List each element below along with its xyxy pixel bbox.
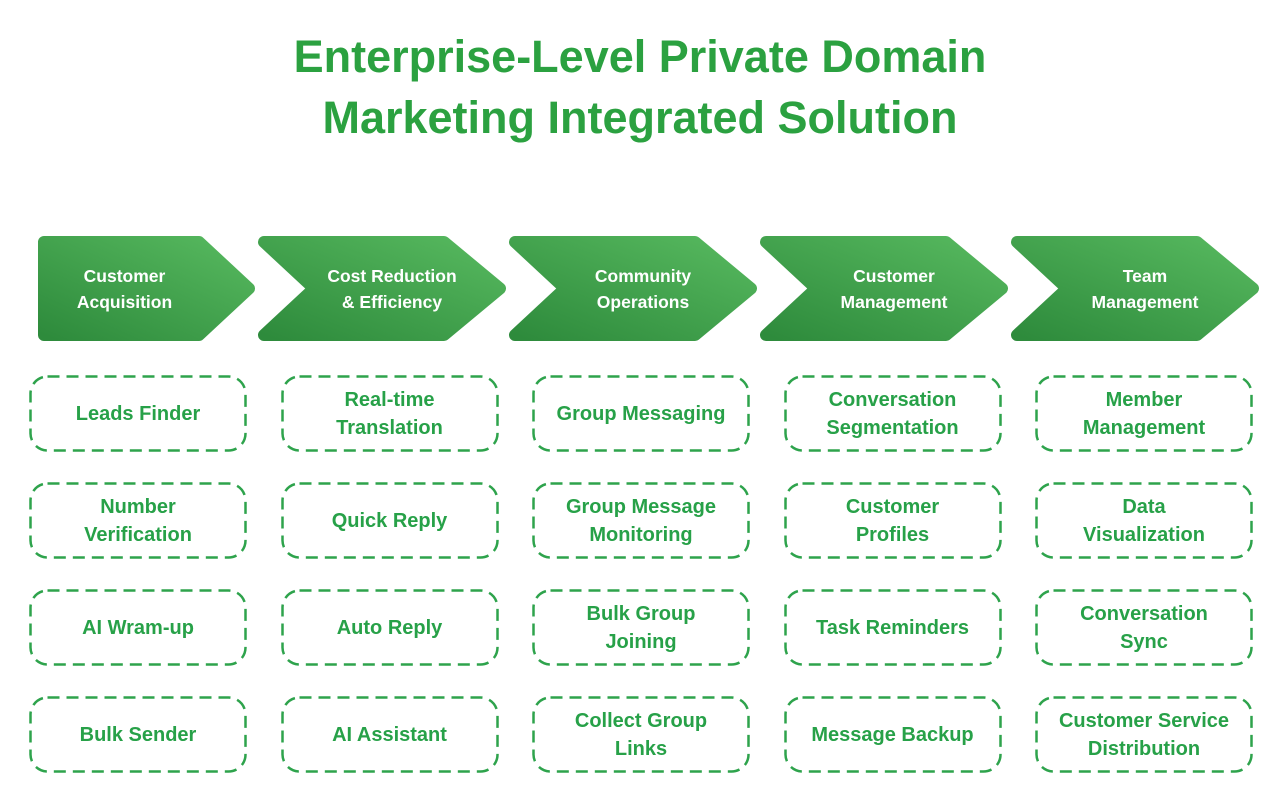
arrow-shape: [760, 236, 1008, 341]
dashed-border-icon: [280, 589, 499, 666]
feature-label: Conversation Sync: [1080, 602, 1208, 653]
stage-arrow-customer-management: Customer Management: [760, 236, 1008, 341]
feature-label: Number Verification: [84, 495, 192, 546]
feature-label: Bulk Sender: [79, 723, 197, 746]
feature-label: Conversation Segmentation: [826, 388, 959, 439]
stage-column-community-operations: Group Messaging Group Message Monitoring…: [532, 375, 750, 773]
stage-column-team-management: Member Management Data Visualization Con…: [1035, 375, 1253, 773]
stage-label: Customer Acquisition: [76, 265, 173, 312]
dashed-border-icon: [1035, 375, 1253, 452]
dashed-border-icon: [1035, 589, 1253, 666]
stage-label: Cost Reduction & Efficiency: [327, 265, 457, 312]
feature-box-data-visualization: Data Visualization: [1035, 482, 1253, 559]
feature-label: Real-time Translation: [336, 388, 443, 439]
feature-box-number-verification: Number Verification: [29, 482, 247, 559]
feature-box-auto-reply: Auto Reply: [280, 589, 499, 666]
dashed-border-icon: [29, 375, 247, 452]
dashed-border-icon: [1035, 482, 1253, 559]
arrow-shape: [38, 236, 255, 341]
feature-box-group-messaging: Group Messaging: [532, 375, 750, 452]
feature-label: Customer Service Distribution: [1058, 709, 1230, 760]
feature-box-task-reminders: Task Reminders: [783, 589, 1002, 666]
dashed-border-icon: [280, 696, 499, 773]
feature-label: Bulk Group Joining: [586, 602, 696, 653]
feature-label: Customer Profiles: [845, 495, 940, 546]
stage-arrow-community-operations: Community Operations: [509, 236, 757, 341]
dashed-border-icon: [1035, 696, 1253, 773]
dashed-border-icon: [532, 375, 750, 452]
feature-box-group-message-monitoring: Group Message Monitoring: [532, 482, 750, 559]
stage-column-customer-management: Conversation Segmentation Customer Profi…: [783, 375, 1002, 773]
feature-box-conversation-segmentation: Conversation Segmentation: [783, 375, 1002, 452]
arrow-shape: [258, 236, 506, 341]
feature-box-message-backup: Message Backup: [783, 696, 1002, 773]
feature-label: Group Messaging: [556, 402, 726, 425]
stage-column-cost-reduction-efficiency: Real-time Translation Quick Reply Auto R…: [280, 375, 499, 773]
page-title: Enterprise-Level Private Domain Marketin…: [293, 31, 987, 143]
stage-label: Customer Management: [840, 265, 948, 312]
feature-box-customer-profiles: Customer Profiles: [783, 482, 1002, 559]
dashed-border-icon: [783, 482, 1002, 559]
dashed-border-icon: [280, 482, 499, 559]
feature-grid: Leads Finder Number Verification AI Wram…: [29, 375, 1253, 773]
dashed-border-icon: [280, 375, 499, 452]
feature-label: Quick Reply: [331, 509, 448, 532]
feature-box-quick-reply: Quick Reply: [280, 482, 499, 559]
feature-box-bulk-group-joining: Bulk Group Joining: [532, 589, 750, 666]
feature-label: Auto Reply: [336, 616, 443, 639]
dashed-border-icon: [532, 482, 750, 559]
feature-box-customer-service-distribution: Customer Service Distribution: [1035, 696, 1253, 773]
feature-label: AI Wram-up: [82, 616, 194, 639]
feature-box-ai-assistant: AI Assistant: [280, 696, 499, 773]
stage-arrow-team-management: Team Management: [1011, 236, 1259, 341]
stage-column-customer-acquisition: Leads Finder Number Verification AI Wram…: [29, 375, 247, 773]
feature-label: Leads Finder: [75, 402, 201, 425]
arrow-shape: [1011, 236, 1259, 341]
feature-label: Member Management: [1082, 388, 1206, 439]
feature-box-collect-group-links: Collect Group Links: [532, 696, 750, 773]
feature-label: Task Reminders: [815, 616, 970, 639]
feature-label: AI Assistant: [332, 723, 447, 746]
dashed-border-icon: [532, 589, 750, 666]
feature-label: Collect Group Links: [574, 709, 708, 760]
feature-label: Message Backup: [811, 723, 974, 746]
dashed-border-icon: [29, 589, 247, 666]
feature-label: Data Visualization: [1083, 495, 1205, 546]
arrow-shape: [509, 236, 757, 341]
stage-arrow-cost-reduction-efficiency: Cost Reduction & Efficiency: [258, 236, 506, 341]
feature-box-ai-wram-up: AI Wram-up: [29, 589, 247, 666]
feature-box-real-time-translation: Real-time Translation: [280, 375, 499, 452]
feature-box-member-management: Member Management: [1035, 375, 1253, 452]
feature-box-leads-finder: Leads Finder: [29, 375, 247, 452]
stage-arrow-row: Customer Acquisition Cost Reduction & Ef…: [38, 236, 1259, 341]
stage-arrow-customer-acquisition: Customer Acquisition: [38, 236, 255, 341]
feature-box-conversation-sync: Conversation Sync: [1035, 589, 1253, 666]
stage-label: Team Management: [1091, 265, 1199, 312]
dashed-border-icon: [29, 482, 247, 559]
dashed-border-icon: [783, 589, 1002, 666]
dashed-border-icon: [783, 696, 1002, 773]
feature-label: Group Message Monitoring: [565, 495, 717, 546]
feature-box-bulk-sender: Bulk Sender: [29, 696, 247, 773]
stage-label: Community Operations: [594, 265, 692, 312]
dashed-border-icon: [532, 696, 750, 773]
dashed-border-icon: [29, 696, 247, 773]
dashed-border-icon: [783, 375, 1002, 452]
